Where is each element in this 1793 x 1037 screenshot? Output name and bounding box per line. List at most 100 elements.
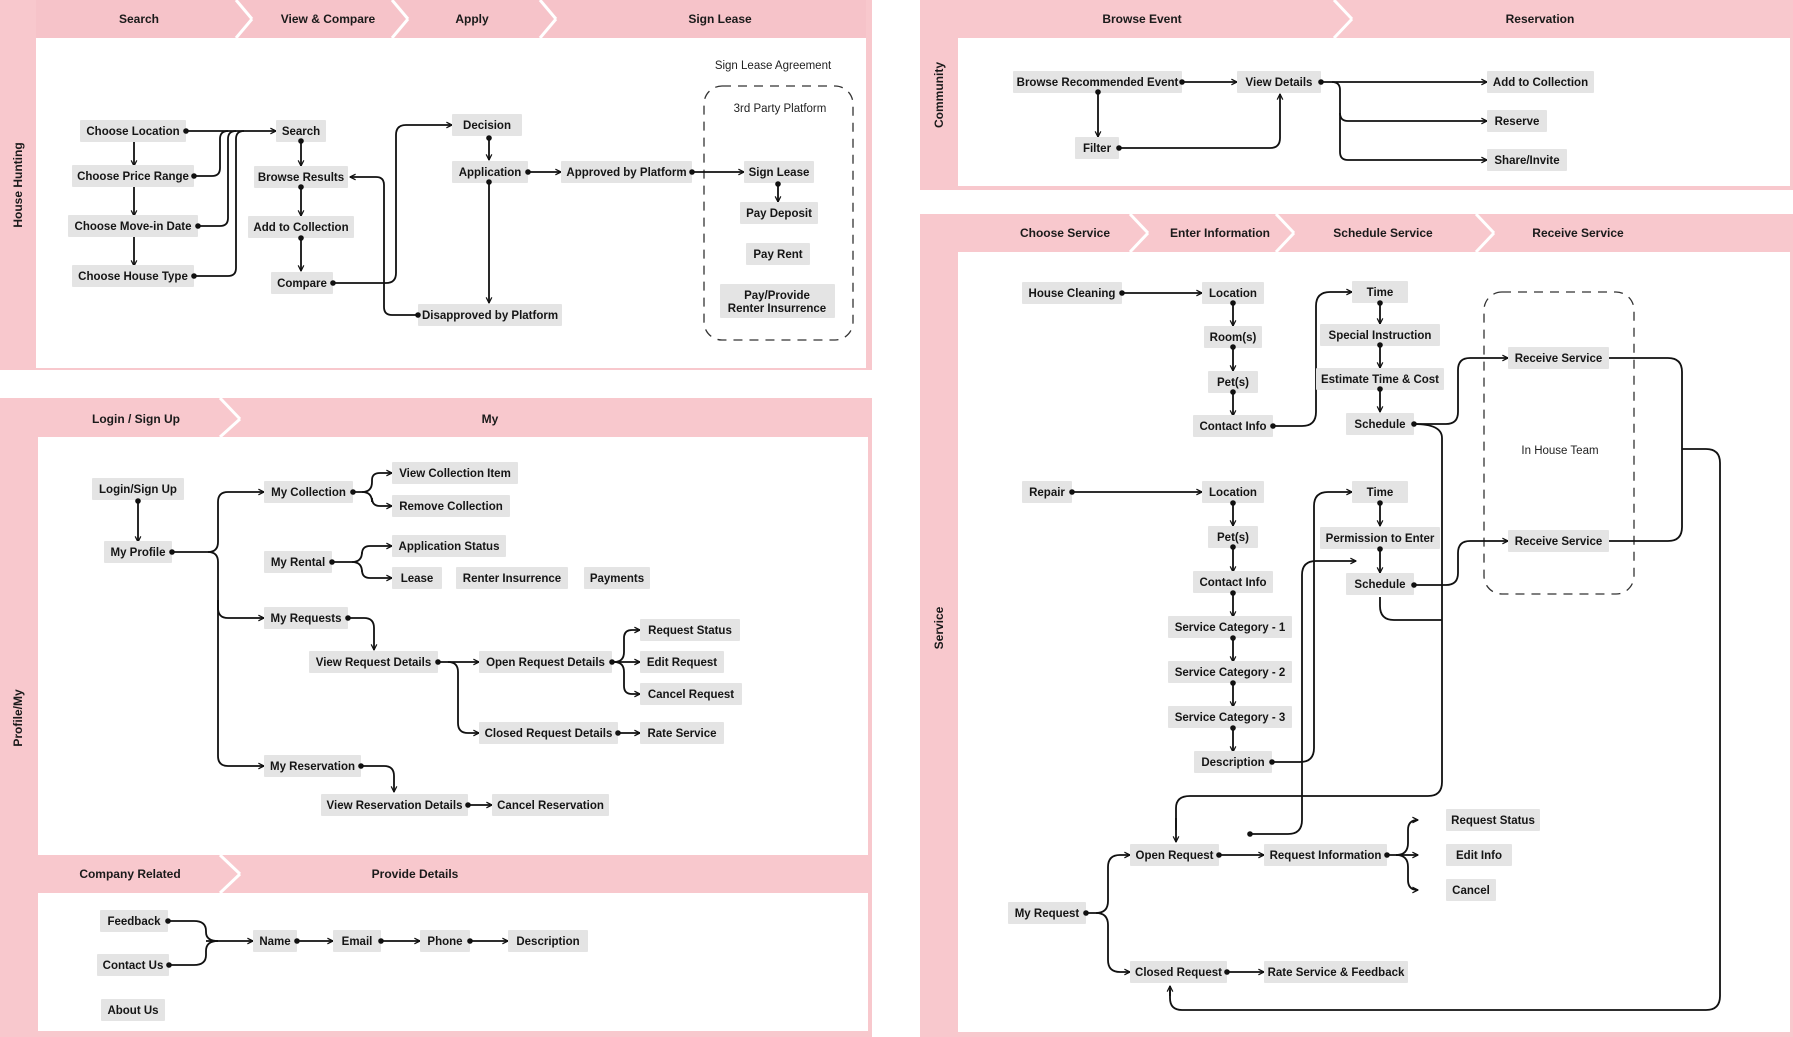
node-hc-contact: Contact Info bbox=[1193, 415, 1273, 437]
connector-dot bbox=[1230, 300, 1236, 306]
phase-search: Search bbox=[119, 12, 159, 26]
node-my-profile: My Profile bbox=[104, 541, 172, 563]
node-renter-insurance: Renter Insurrence bbox=[456, 567, 568, 589]
node-label: Login/Sign Up bbox=[99, 484, 177, 496]
connector-dot bbox=[1247, 831, 1253, 837]
node-label: View Details bbox=[1246, 77, 1313, 89]
node-label: Repair bbox=[1029, 487, 1065, 499]
node-label: Service Category - 2 bbox=[1175, 667, 1286, 679]
node-label: Rate Service & Feedback bbox=[1268, 967, 1405, 979]
node-my-collection: My Collection bbox=[264, 481, 353, 503]
node-label: Closed Request Details bbox=[485, 728, 613, 740]
node-label: Lease bbox=[401, 573, 434, 585]
node-label: Request Information bbox=[1270, 850, 1382, 862]
node-label: My Request bbox=[1015, 908, 1080, 920]
node-label: Description bbox=[516, 936, 579, 948]
node-rp-location: Location bbox=[1202, 481, 1264, 503]
connector-dot bbox=[1083, 910, 1089, 916]
node-label: Pay Deposit bbox=[746, 208, 812, 220]
node-cancel-request: Cancel Request bbox=[640, 683, 742, 705]
connector-dot bbox=[415, 312, 421, 318]
third-party-label: 3rd Party Platform bbox=[734, 103, 827, 115]
third-party-group bbox=[703, 85, 854, 341]
phase-view-compare: View & Compare bbox=[281, 12, 376, 26]
connector-dot bbox=[191, 273, 197, 279]
node-hc-receive: Receive Service bbox=[1508, 347, 1609, 369]
connector-dot bbox=[1377, 386, 1383, 392]
node-label: Email bbox=[342, 936, 373, 948]
node-house-cleaning: House Cleaning bbox=[1022, 282, 1122, 304]
node-label: About Us bbox=[107, 1005, 158, 1017]
sign-lease-agreement-label: Sign Lease Agreement bbox=[715, 60, 832, 72]
node-payments: Payments bbox=[584, 567, 650, 589]
node-label: Application Status bbox=[399, 541, 500, 553]
connector-dot bbox=[1224, 969, 1230, 975]
node-label: Add to Collection bbox=[1493, 77, 1588, 89]
node-cr-email: Email bbox=[333, 930, 381, 952]
node-rp-permission: Permission to Enter bbox=[1320, 527, 1440, 549]
node-hh-search: Search bbox=[276, 120, 326, 142]
node-sv-cancel: Cancel bbox=[1446, 879, 1496, 901]
phase-bg-apply bbox=[392, 0, 556, 38]
lane-profile: Profile/My bbox=[11, 689, 25, 747]
connector-dot bbox=[1216, 852, 1222, 858]
node-sv-edit-info: Edit Info bbox=[1446, 844, 1512, 866]
connector-dot bbox=[435, 659, 441, 665]
node-label: Pet(s) bbox=[1217, 377, 1249, 389]
node-label-line1: Pay/Provide bbox=[744, 290, 810, 302]
connector-dot bbox=[1116, 145, 1122, 151]
node-hc-location: Location bbox=[1202, 282, 1264, 304]
phase-bg-view-compare bbox=[236, 0, 408, 38]
node-rp-cat2: Service Category - 2 bbox=[1168, 661, 1292, 683]
phase-apply: Apply bbox=[455, 12, 489, 26]
node-label: My Rental bbox=[271, 557, 325, 569]
connector-dot bbox=[166, 962, 172, 968]
node-view-details: View Details bbox=[1237, 71, 1321, 93]
connector-dot bbox=[298, 138, 304, 144]
connector-dot bbox=[1230, 680, 1236, 686]
node-closed-request: Closed Request bbox=[1130, 961, 1227, 983]
node-view-collection-item: View Collection Item bbox=[392, 462, 518, 484]
phase-receive-service: Receive Service bbox=[1532, 226, 1624, 240]
node-label: Browse Results bbox=[258, 172, 344, 184]
connector-dot bbox=[1411, 421, 1417, 427]
connector-dot bbox=[1270, 423, 1276, 429]
community-section bbox=[920, 0, 1793, 190]
node-hc-estimate: Estimate Time & Cost bbox=[1316, 368, 1444, 390]
node-label: Feedback bbox=[107, 916, 161, 928]
node-label: Search bbox=[282, 126, 320, 138]
connector-dot bbox=[1318, 79, 1324, 85]
node-application-status: Application Status bbox=[392, 535, 506, 557]
node-label: My Reservation bbox=[270, 761, 355, 773]
node-label: Location bbox=[1209, 487, 1257, 499]
phase-browse-event: Browse Event bbox=[1102, 12, 1181, 26]
node-label: Payments bbox=[590, 573, 644, 585]
node-view-reservation-details: View Reservation Details bbox=[321, 794, 468, 816]
connector-dot bbox=[1377, 342, 1383, 348]
connector-dot bbox=[525, 169, 531, 175]
node-label: Contact Us bbox=[103, 960, 164, 972]
phase-schedule-service: Schedule Service bbox=[1333, 226, 1433, 240]
connector-dot bbox=[1377, 500, 1383, 506]
node-reserve: Reserve bbox=[1487, 110, 1547, 132]
connector-dot bbox=[689, 169, 695, 175]
node-label: View Reservation Details bbox=[327, 800, 463, 812]
node-label: Remove Collection bbox=[399, 501, 503, 513]
node-rp-receive: Receive Service bbox=[1508, 530, 1609, 552]
connector-dot bbox=[1069, 489, 1075, 495]
node-label: Request Status bbox=[648, 625, 732, 637]
node-decision: Decision bbox=[452, 114, 522, 136]
node-hc-schedule: Schedule bbox=[1346, 413, 1414, 435]
node-label: Rate Service bbox=[647, 728, 716, 740]
node-login: Login/Sign Up bbox=[92, 478, 184, 500]
node-browse-rec: Browse Recommended Event bbox=[1013, 71, 1182, 93]
connector-dot bbox=[467, 938, 473, 944]
connector-dot bbox=[1377, 300, 1383, 306]
node-label: Permission to Enter bbox=[1326, 533, 1435, 545]
node-rp-description: Description bbox=[1194, 751, 1272, 773]
node-label: Compare bbox=[277, 278, 327, 290]
phase-choose-service: Choose Service bbox=[1020, 226, 1110, 240]
lane-service: Service bbox=[932, 606, 946, 649]
node-rp-cat1: Service Category - 1 bbox=[1168, 616, 1292, 638]
